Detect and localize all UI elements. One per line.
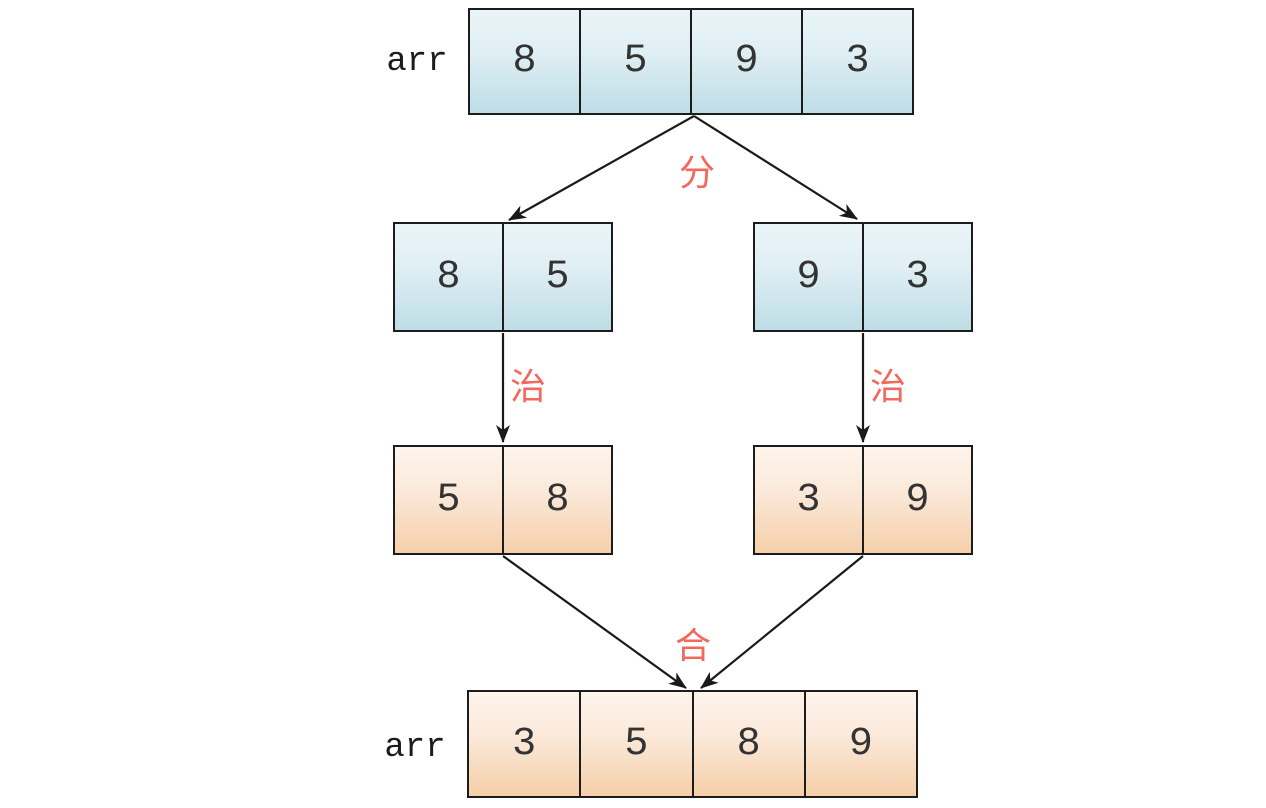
source-array-name-label: arr — [386, 43, 448, 81]
array-cell: 9 — [864, 447, 971, 553]
arrow-merge-right — [700, 555, 864, 689]
array-cell: 8 — [395, 224, 504, 330]
array-result: 3 5 8 9 — [467, 690, 918, 798]
stage-label-conquer-right: 治 — [869, 366, 906, 407]
array-cell: 3 — [803, 10, 912, 113]
arrow-merge-left — [502, 555, 687, 689]
array-left-sorted: 5 8 — [393, 445, 613, 555]
array-cell: 5 — [581, 692, 694, 796]
stage-label-conquer-left: 治 — [509, 366, 546, 407]
array-cell: 8 — [693, 692, 806, 796]
array-cell: 3 — [864, 224, 971, 330]
result-array-name-label: arr — [384, 729, 446, 767]
array-cell: 5 — [504, 224, 611, 330]
array-cell: 9 — [755, 224, 864, 330]
array-cell: 3 — [469, 692, 582, 796]
array-cell: 8 — [504, 447, 611, 553]
stage-label-divide: 分 — [678, 152, 715, 193]
stage-label-merge: 合 — [674, 625, 711, 666]
arrow-divide-left — [508, 115, 695, 221]
array-cell: 9 — [692, 10, 803, 113]
array-left-half: 8 5 — [393, 222, 613, 332]
array-cell: 5 — [581, 10, 692, 113]
array-right-half: 9 3 — [753, 222, 973, 332]
array-cell: 9 — [805, 692, 916, 796]
array-cell: 3 — [755, 447, 864, 553]
array-right-sorted: 3 9 — [753, 445, 973, 555]
array-cell: 8 — [470, 10, 581, 113]
array-cell: 5 — [395, 447, 504, 553]
array-source: 8 5 9 3 — [468, 8, 914, 115]
